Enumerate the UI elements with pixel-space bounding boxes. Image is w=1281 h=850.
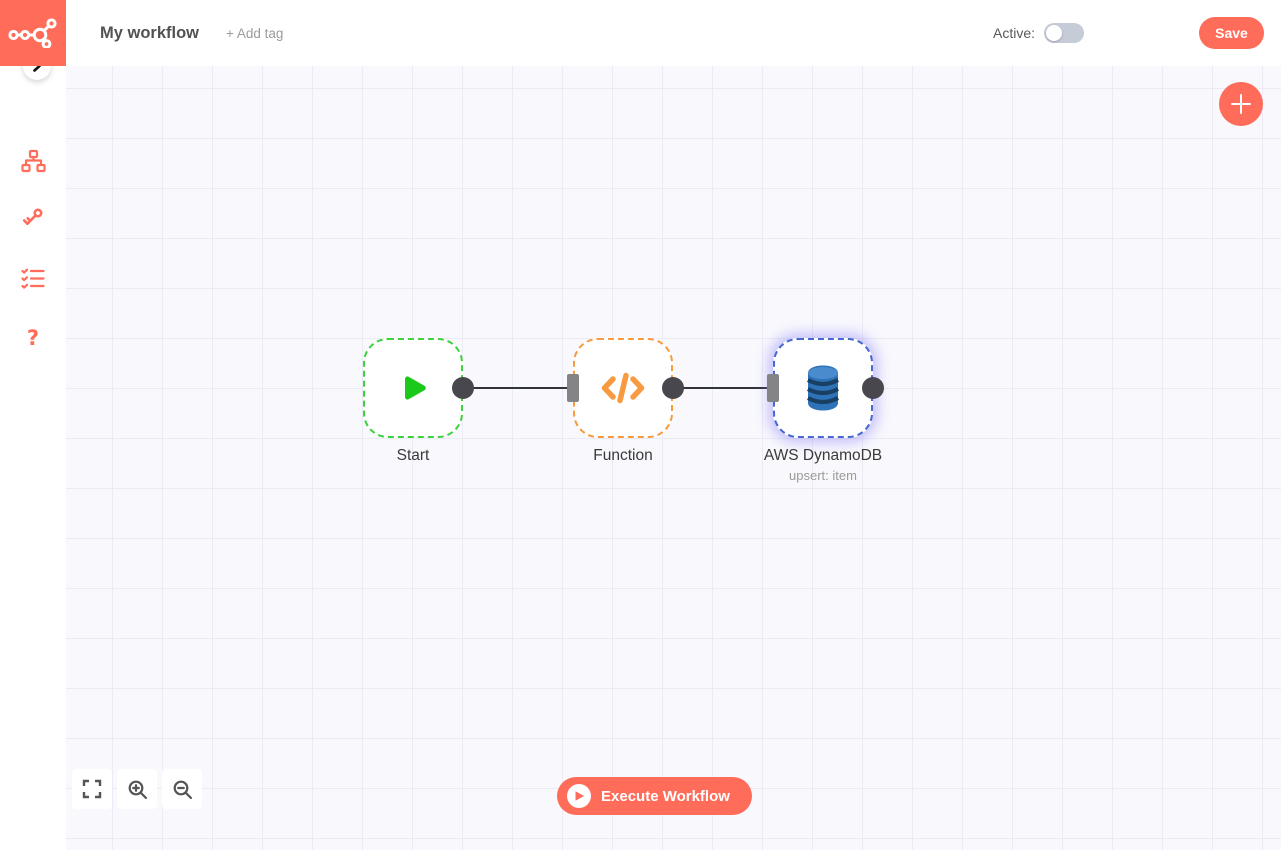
- sidebar-item-workflows[interactable]: [0, 139, 66, 183]
- node-label: Start: [396, 447, 430, 464]
- sidebar-item-help[interactable]: ?: [0, 316, 66, 360]
- code-icon: [601, 372, 645, 404]
- dynamodb-icon: [807, 365, 839, 411]
- output-port-dynamodb[interactable]: [862, 377, 884, 399]
- node-aws-dynamodb-box[interactable]: [773, 338, 873, 438]
- save-button[interactable]: Save: [1199, 17, 1264, 49]
- node-start-box[interactable]: [363, 338, 463, 438]
- zoom-in-button[interactable]: [117, 769, 157, 809]
- play-icon: [404, 376, 426, 400]
- active-toggle[interactable]: [1044, 23, 1084, 43]
- zoom-controls: [72, 769, 202, 809]
- zoom-to-fit-icon: [82, 779, 102, 799]
- plus-icon: [1231, 94, 1251, 114]
- toggle-knob: [1046, 25, 1062, 41]
- connection-line: [673, 387, 783, 389]
- node-start[interactable]: Start: [363, 338, 463, 465]
- output-port-start[interactable]: [452, 377, 474, 399]
- input-port-dynamodb[interactable]: [767, 374, 779, 402]
- question-mark-icon: ?: [26, 326, 40, 350]
- execute-workflow-button[interactable]: Execute Workflow: [557, 777, 752, 815]
- node-function-box[interactable]: [573, 338, 673, 438]
- output-port-function[interactable]: [662, 377, 684, 399]
- n8n-logo[interactable]: [0, 0, 66, 66]
- checklist-icon: [21, 268, 45, 289]
- zoom-in-icon: [128, 780, 147, 799]
- connection-line: [463, 387, 573, 389]
- add-node-button[interactable]: [1219, 82, 1263, 126]
- key-icon: [22, 208, 43, 225]
- node-sublabel: upsert: item: [789, 468, 857, 483]
- workflow-canvas[interactable]: Start Function: [66, 66, 1281, 850]
- zoom-out-icon: [173, 780, 192, 799]
- node-label: AWS DynamoDB: [763, 447, 883, 464]
- zoom-out-button[interactable]: [162, 769, 202, 809]
- input-port-function[interactable]: [567, 374, 579, 402]
- active-label: Active:: [992, 25, 1035, 41]
- play-circle-icon: [567, 784, 591, 808]
- sidebar: ?: [0, 52, 66, 850]
- node-aws-dynamodb[interactable]: AWS DynamoDB upsert: item: [764, 338, 882, 483]
- workflow-title[interactable]: My workflow: [100, 23, 200, 42]
- n8n-logo-icon: [8, 18, 57, 48]
- sitemap-icon: [20, 149, 46, 173]
- execute-workflow-label: Execute Workflow: [601, 787, 730, 805]
- node-function[interactable]: Function: [573, 338, 673, 465]
- top-bar: My workflow + Add tag Active: Save: [0, 0, 1281, 66]
- add-tag-button[interactable]: + Add tag: [226, 0, 283, 66]
- sidebar-item-executions[interactable]: [0, 256, 66, 300]
- zoom-to-fit-button[interactable]: [72, 769, 112, 809]
- sidebar-item-credentials[interactable]: [0, 196, 66, 240]
- node-label: Function: [593, 447, 653, 464]
